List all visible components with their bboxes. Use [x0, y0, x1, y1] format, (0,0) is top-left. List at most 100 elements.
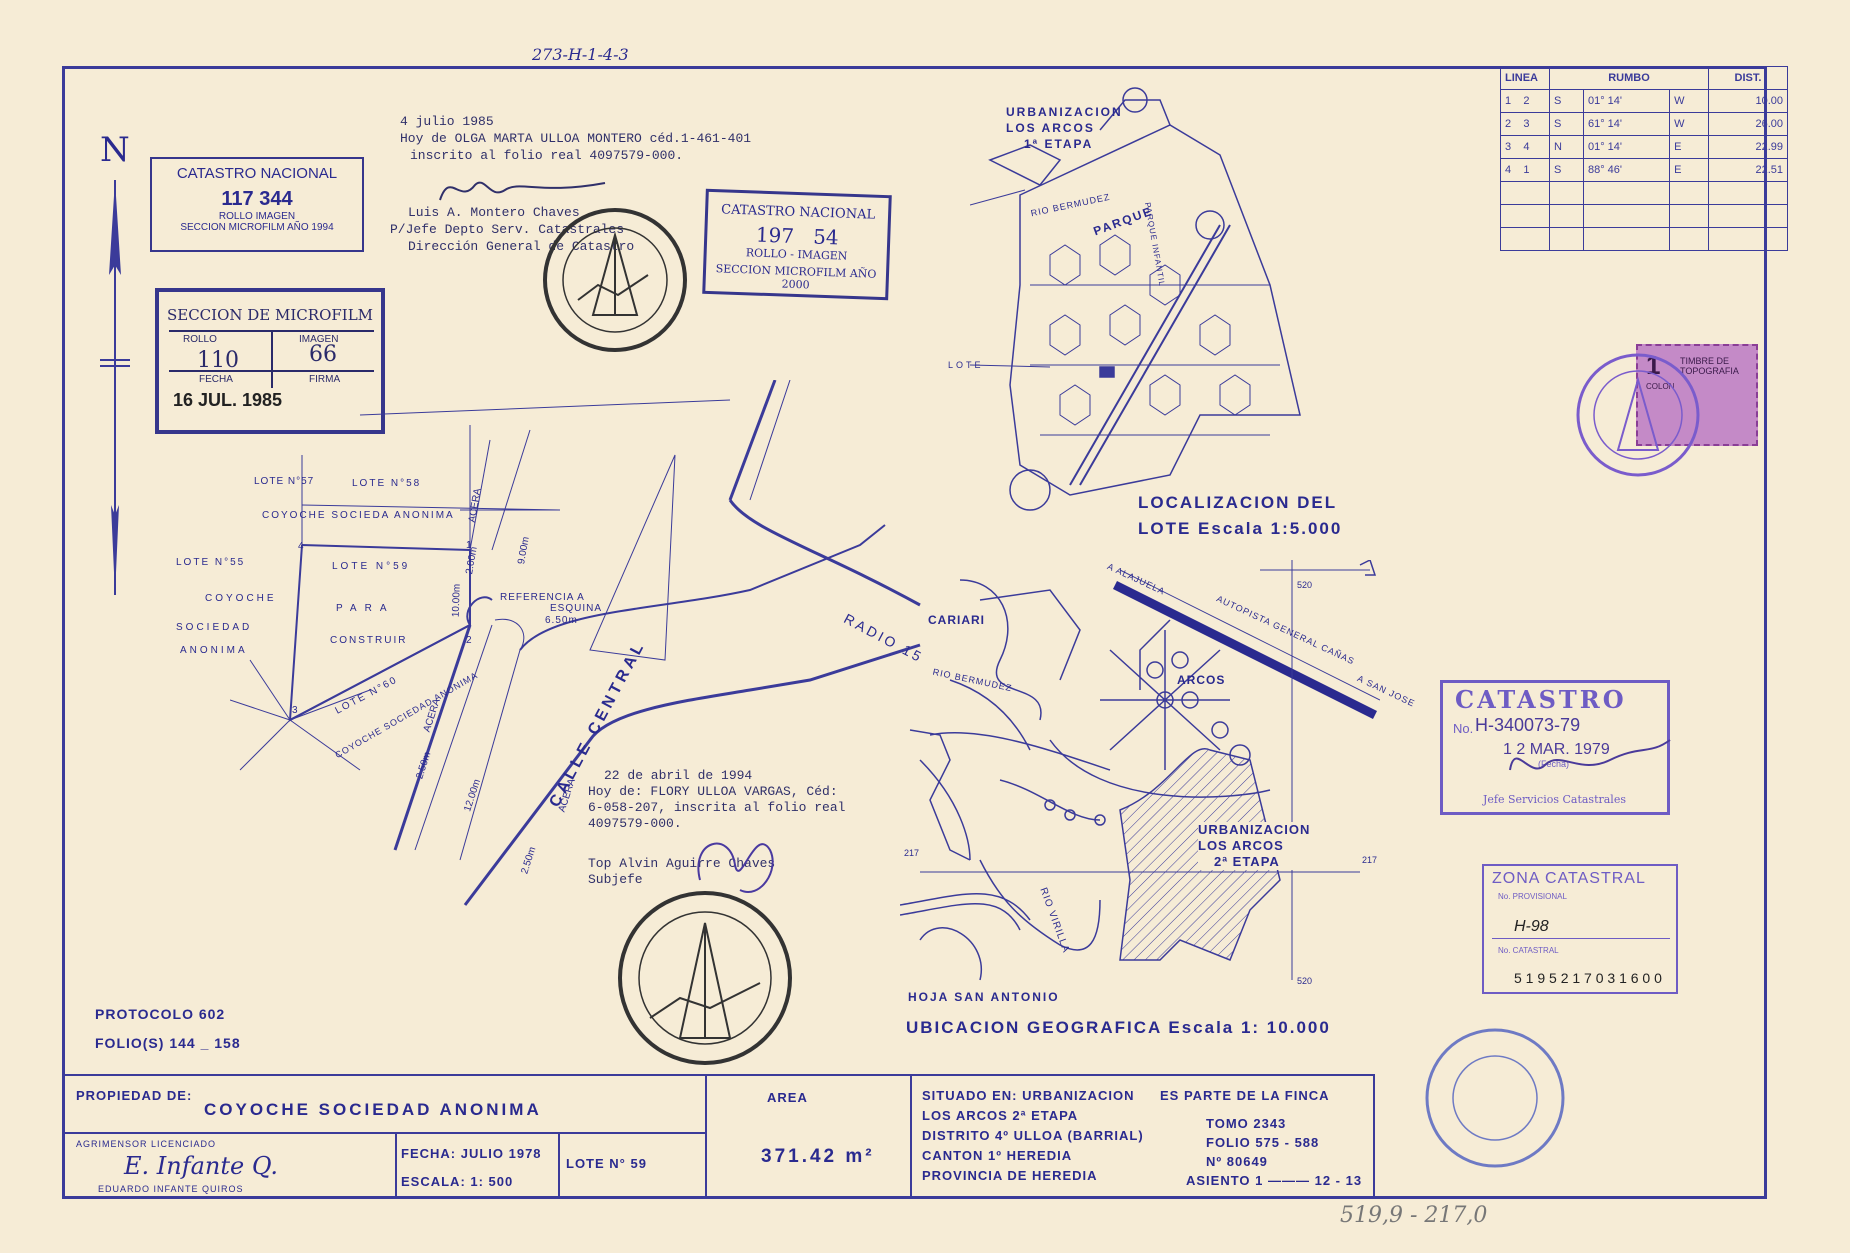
table-header: RUMBO	[1549, 66, 1709, 90]
title-line: LOCALIZACION DEL	[1138, 493, 1338, 512]
stamp-rollo: 197	[755, 222, 795, 248]
coyoche-left-2: SOCIEDAD	[176, 622, 253, 633]
stamp-imagen: 54	[812, 224, 840, 250]
note-line: 4097579-000.	[588, 816, 682, 831]
finca-line: FOLIO 575 - 588	[1206, 1135, 1320, 1150]
lote-loc-label: LOTE	[948, 360, 984, 370]
localizacion-title: LOCALIZACION DEL LOTE Escala 1:5.000	[1138, 490, 1342, 542]
note-line: 22 de abril de 1994	[604, 768, 753, 783]
note-line: Subjefe	[588, 872, 643, 887]
bottom-ref: 519,9 - 217,0	[1340, 1203, 1488, 1228]
stamp-title: SECCION DE MICROFILM	[166, 306, 374, 324]
situado-line: PROVINCIA DE HEREDIA	[922, 1168, 1098, 1183]
hoja-label: HOJA SAN ANTONIO	[908, 990, 1060, 1004]
situacion-cell: SITUADO EN: URBANIZACION LOS ARCOS 2ª ET…	[910, 1074, 1375, 1199]
stamp-rollo: 117	[221, 188, 254, 210]
lote-cell: LOTE N° 59	[558, 1132, 707, 1199]
agrimensor-cell: AGRIMENSOR LICENCIADO E. Infante Q. EDUA…	[62, 1132, 397, 1199]
note-1994: 22 de abril de 1994 Hoy de: FLORY ULLOA …	[588, 768, 845, 888]
zona-catastral-stamp: ZONA CATASTRAL No. PROVISIONAL H-98 No. …	[1482, 864, 1678, 994]
direccion-catastro-seal-icon	[543, 208, 687, 352]
prop-label: PROPIEDAD DE:	[76, 1088, 193, 1103]
situado-line: CANTON 1º HEREDIA	[922, 1148, 1073, 1163]
referencia-2: ESQUINA	[550, 603, 603, 614]
zona-prov-label: No. PROVISIONAL	[1498, 892, 1567, 901]
catastro-2000-stamp: CATASTRO NACIONAL 197 54 ROLLO - IMAGEN …	[702, 188, 892, 301]
rollo-value: 110	[197, 348, 239, 373]
vertex-4: 4	[298, 541, 304, 552]
finca-line: TOMO 2343	[1206, 1116, 1287, 1131]
stamp-footer: SECCION MICROFILM AÑO 2000	[715, 262, 877, 292]
timbre-text: TIMBRE DE TOPOGRAFIA	[1680, 356, 1739, 376]
lote59-label: LOTE N°59	[332, 561, 411, 572]
construir-label: CONSTRUIR	[330, 635, 408, 646]
firma-label: FIRMA	[309, 374, 341, 385]
north-arrow-icon	[100, 180, 130, 595]
arcos-label: ARCOS	[1177, 673, 1226, 687]
colegio-seal-icon	[1425, 1028, 1565, 1168]
note-line: inscrito al folio real 4097579-000.	[410, 148, 684, 163]
signature-aguirre	[697, 842, 774, 893]
note-line: Top Alvin Aguirre Chaves	[588, 856, 776, 871]
situado-line: LOS ARCOS 2ª ETAPA	[922, 1108, 1079, 1123]
fecha-escala-cell: FECHA: JULIO 1978 ESCALA: 1: 500	[395, 1132, 560, 1199]
prop-value: COYOCHE SOCIEDAD ANONIMA	[204, 1100, 542, 1119]
referencia-1: REFERENCIA A	[500, 592, 585, 603]
ubicacion-title: UBICACION GEOGRAFICA Escala 1: 10.000	[906, 1018, 1331, 1037]
dist-10m-label: 10.00m	[450, 583, 463, 618]
para-label: PARA	[336, 603, 395, 614]
urb2-line: LOS ARCOS	[1198, 838, 1284, 853]
vertex-1: 1	[466, 540, 472, 551]
urb2-line: 2ª ETAPA	[1214, 854, 1280, 869]
stamp-footer: Jefe Servicios Catastrales	[1483, 793, 1626, 806]
area-value: 371.42 m²	[761, 1146, 875, 1167]
rollo-label: ROLLO	[183, 334, 217, 345]
note-line: Hoy de: FLORY ULLOA VARGAS, Céd:	[588, 784, 838, 799]
purple-seal-icon	[1576, 353, 1700, 477]
note-line: 6-058-207, inscrita al folio real	[588, 800, 846, 815]
urb-line: URBANIZACION	[1006, 105, 1123, 119]
stamp-no-label: No.	[1453, 721, 1474, 736]
lote58-label: LOTE N°58	[352, 478, 422, 489]
zona-cat-label: No. CATASTRAL	[1498, 946, 1559, 955]
referencia-3: 6.50m	[545, 615, 578, 626]
finca-block: TOMO 2343 FOLIO 575 - 588 Nº 80649 ASIEN…	[1186, 1114, 1362, 1190]
imagen-label: IMAGEN	[299, 334, 339, 345]
signature-1979	[1509, 739, 1671, 771]
fecha-label: FECHA	[199, 374, 233, 385]
stamp-imagen: 344	[259, 188, 293, 210]
lot-plan-drawing	[230, 380, 921, 906]
finca-line: ASIENTO 1 ——— 12 - 13	[1186, 1173, 1363, 1188]
vertex-2: 2	[466, 635, 472, 646]
finca-label: ES PARTE DE LA FINCA	[1160, 1088, 1330, 1103]
lote55-label: LOTE N°55	[176, 557, 246, 568]
republica-seal-icon	[618, 891, 792, 1065]
note-line: 4 julio 1985	[400, 114, 494, 129]
catastro-1979-stamp: CATASTRO No. H-340073-79 1 2 MAR. 1979 (…	[1440, 680, 1670, 815]
urb-los-arcos-2: URBANIZACION LOS ARCOS 2ª ETAPA	[1198, 822, 1311, 870]
zona-cat-value: 5 1 9 5 2 1 7 0 3 1 6 0 0	[1514, 970, 1662, 986]
stamp-date: 1 2 MAR. 1979	[1503, 741, 1610, 758]
coyoche-top-label: COYOCHE SOCIEDA ANONIMA	[262, 510, 455, 521]
escala-value: ESCALA: 1: 500	[401, 1174, 514, 1189]
stamp-sub: ROLLO IMAGEN	[218, 211, 296, 222]
stamp-footer: SECCION MICROFILM AÑO 1994	[180, 222, 334, 233]
coyoche-left-3: ANONIMA	[180, 645, 248, 656]
table-header: LINEA	[1500, 66, 1550, 90]
microfilm-1985-stamp: SECCION DE MICROFILM ROLLO IMAGEN 110 66…	[155, 288, 385, 434]
header-ref: 273-H-1-4-3	[532, 45, 629, 64]
urb-line: 1ª ETAPA	[1024, 137, 1094, 151]
zona-prov-value: H-98	[1514, 918, 1549, 935]
imagen-value: 66	[309, 342, 337, 367]
propiedad-cell: PROPIEDAD DE: COYOCHE SOCIEDAD ANONIMA	[62, 1074, 707, 1134]
finca-line: Nº 80649	[1206, 1154, 1268, 1169]
agrim-name: EDUARDO INFANTE QUIROS	[98, 1184, 244, 1194]
note-line: Luis A. Montero Chaves	[408, 205, 580, 220]
stamp-number: H-340073-79	[1475, 715, 1581, 735]
situado-line: DISTRITO 4º ULLOA (BARRIAL)	[922, 1128, 1144, 1143]
cariari-label: CARIARI	[928, 613, 985, 627]
grid-217-right: 217	[1362, 855, 1378, 865]
